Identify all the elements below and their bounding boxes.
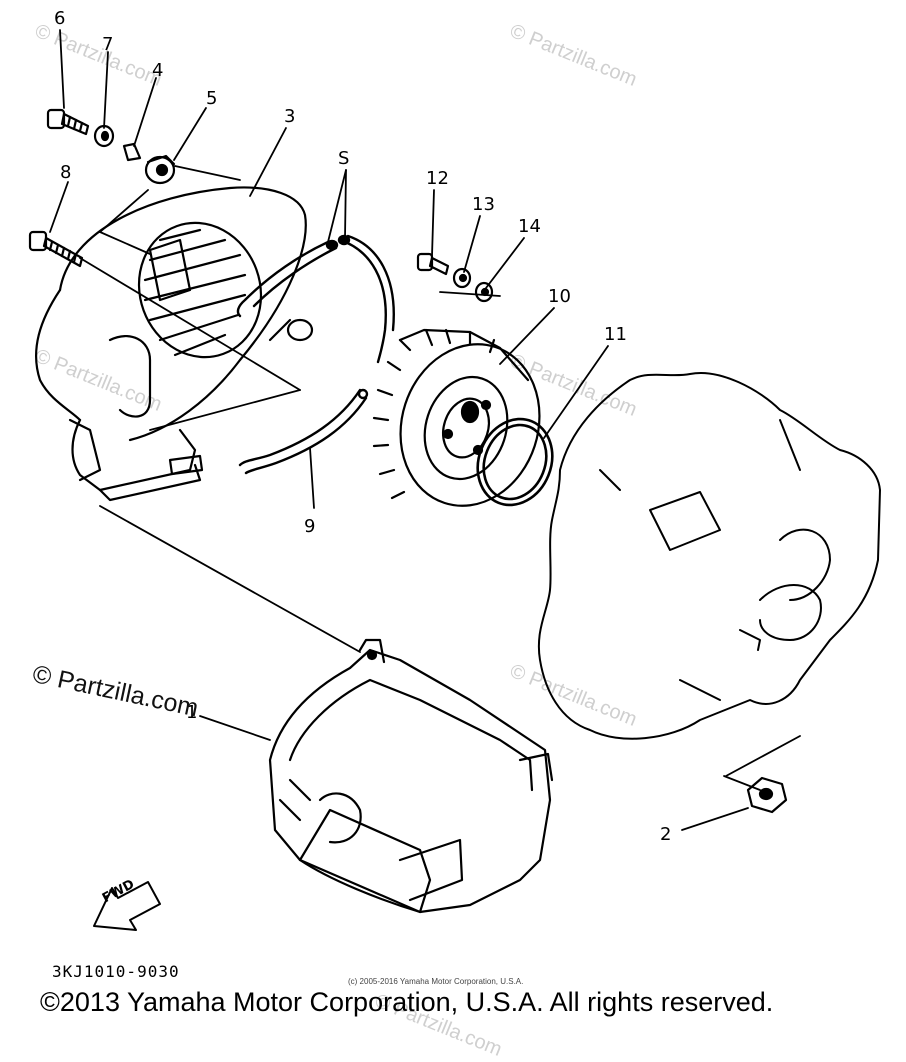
- callout-9: 9: [304, 516, 316, 537]
- callout-5: 5: [206, 88, 218, 109]
- callout-12: 12: [426, 168, 449, 189]
- callout-s: S: [338, 148, 350, 169]
- washer-13: [452, 267, 472, 289]
- callout-2: 2: [660, 824, 672, 845]
- bolt-6: [46, 108, 90, 136]
- hose-s2: [337, 234, 395, 364]
- callout-1: 1: [186, 702, 198, 723]
- air-shroud-1: [268, 638, 554, 914]
- callout-11: 11: [604, 324, 627, 345]
- washer-14: [474, 281, 494, 303]
- fwd-arrow-shape: [93, 881, 161, 931]
- collar-4: [122, 142, 142, 162]
- callout-14: 14: [518, 216, 541, 237]
- callout-8: 8: [60, 162, 72, 183]
- callout-3: 3: [284, 106, 296, 127]
- cooling-fan-10: [372, 328, 541, 507]
- callout-4: 4: [152, 60, 164, 81]
- o-ring-11: [476, 417, 554, 507]
- hose-9: [238, 388, 369, 475]
- grommet-5: [144, 154, 176, 185]
- callout-6: 6: [54, 8, 66, 29]
- fan-shroud-3: [35, 186, 314, 502]
- callout-7: 7: [102, 34, 114, 55]
- parts-diagram: © Partzilla.com © Partzilla.com © Partzi…: [28, 8, 881, 1061]
- small-copyright: (c) 2005-2016 Yamaha Motor Corporation, …: [348, 977, 524, 986]
- leader-lines: [49, 29, 801, 831]
- washer-7: [93, 124, 115, 148]
- callout-13: 13: [472, 194, 495, 215]
- engine-outline: [537, 372, 881, 740]
- callout-10: 10: [548, 286, 571, 307]
- nut-2: [746, 776, 788, 814]
- hose-s1: [236, 239, 339, 318]
- diagram-reference-code: 3KJ1010-9030: [52, 962, 180, 981]
- exploded-view-drawing: [28, 29, 881, 931]
- footer-copyright: ©2013 Yamaha Motor Corporation, U.S.A. A…: [40, 987, 774, 1017]
- bolt-12: [416, 252, 450, 276]
- bolt-8: [28, 230, 84, 268]
